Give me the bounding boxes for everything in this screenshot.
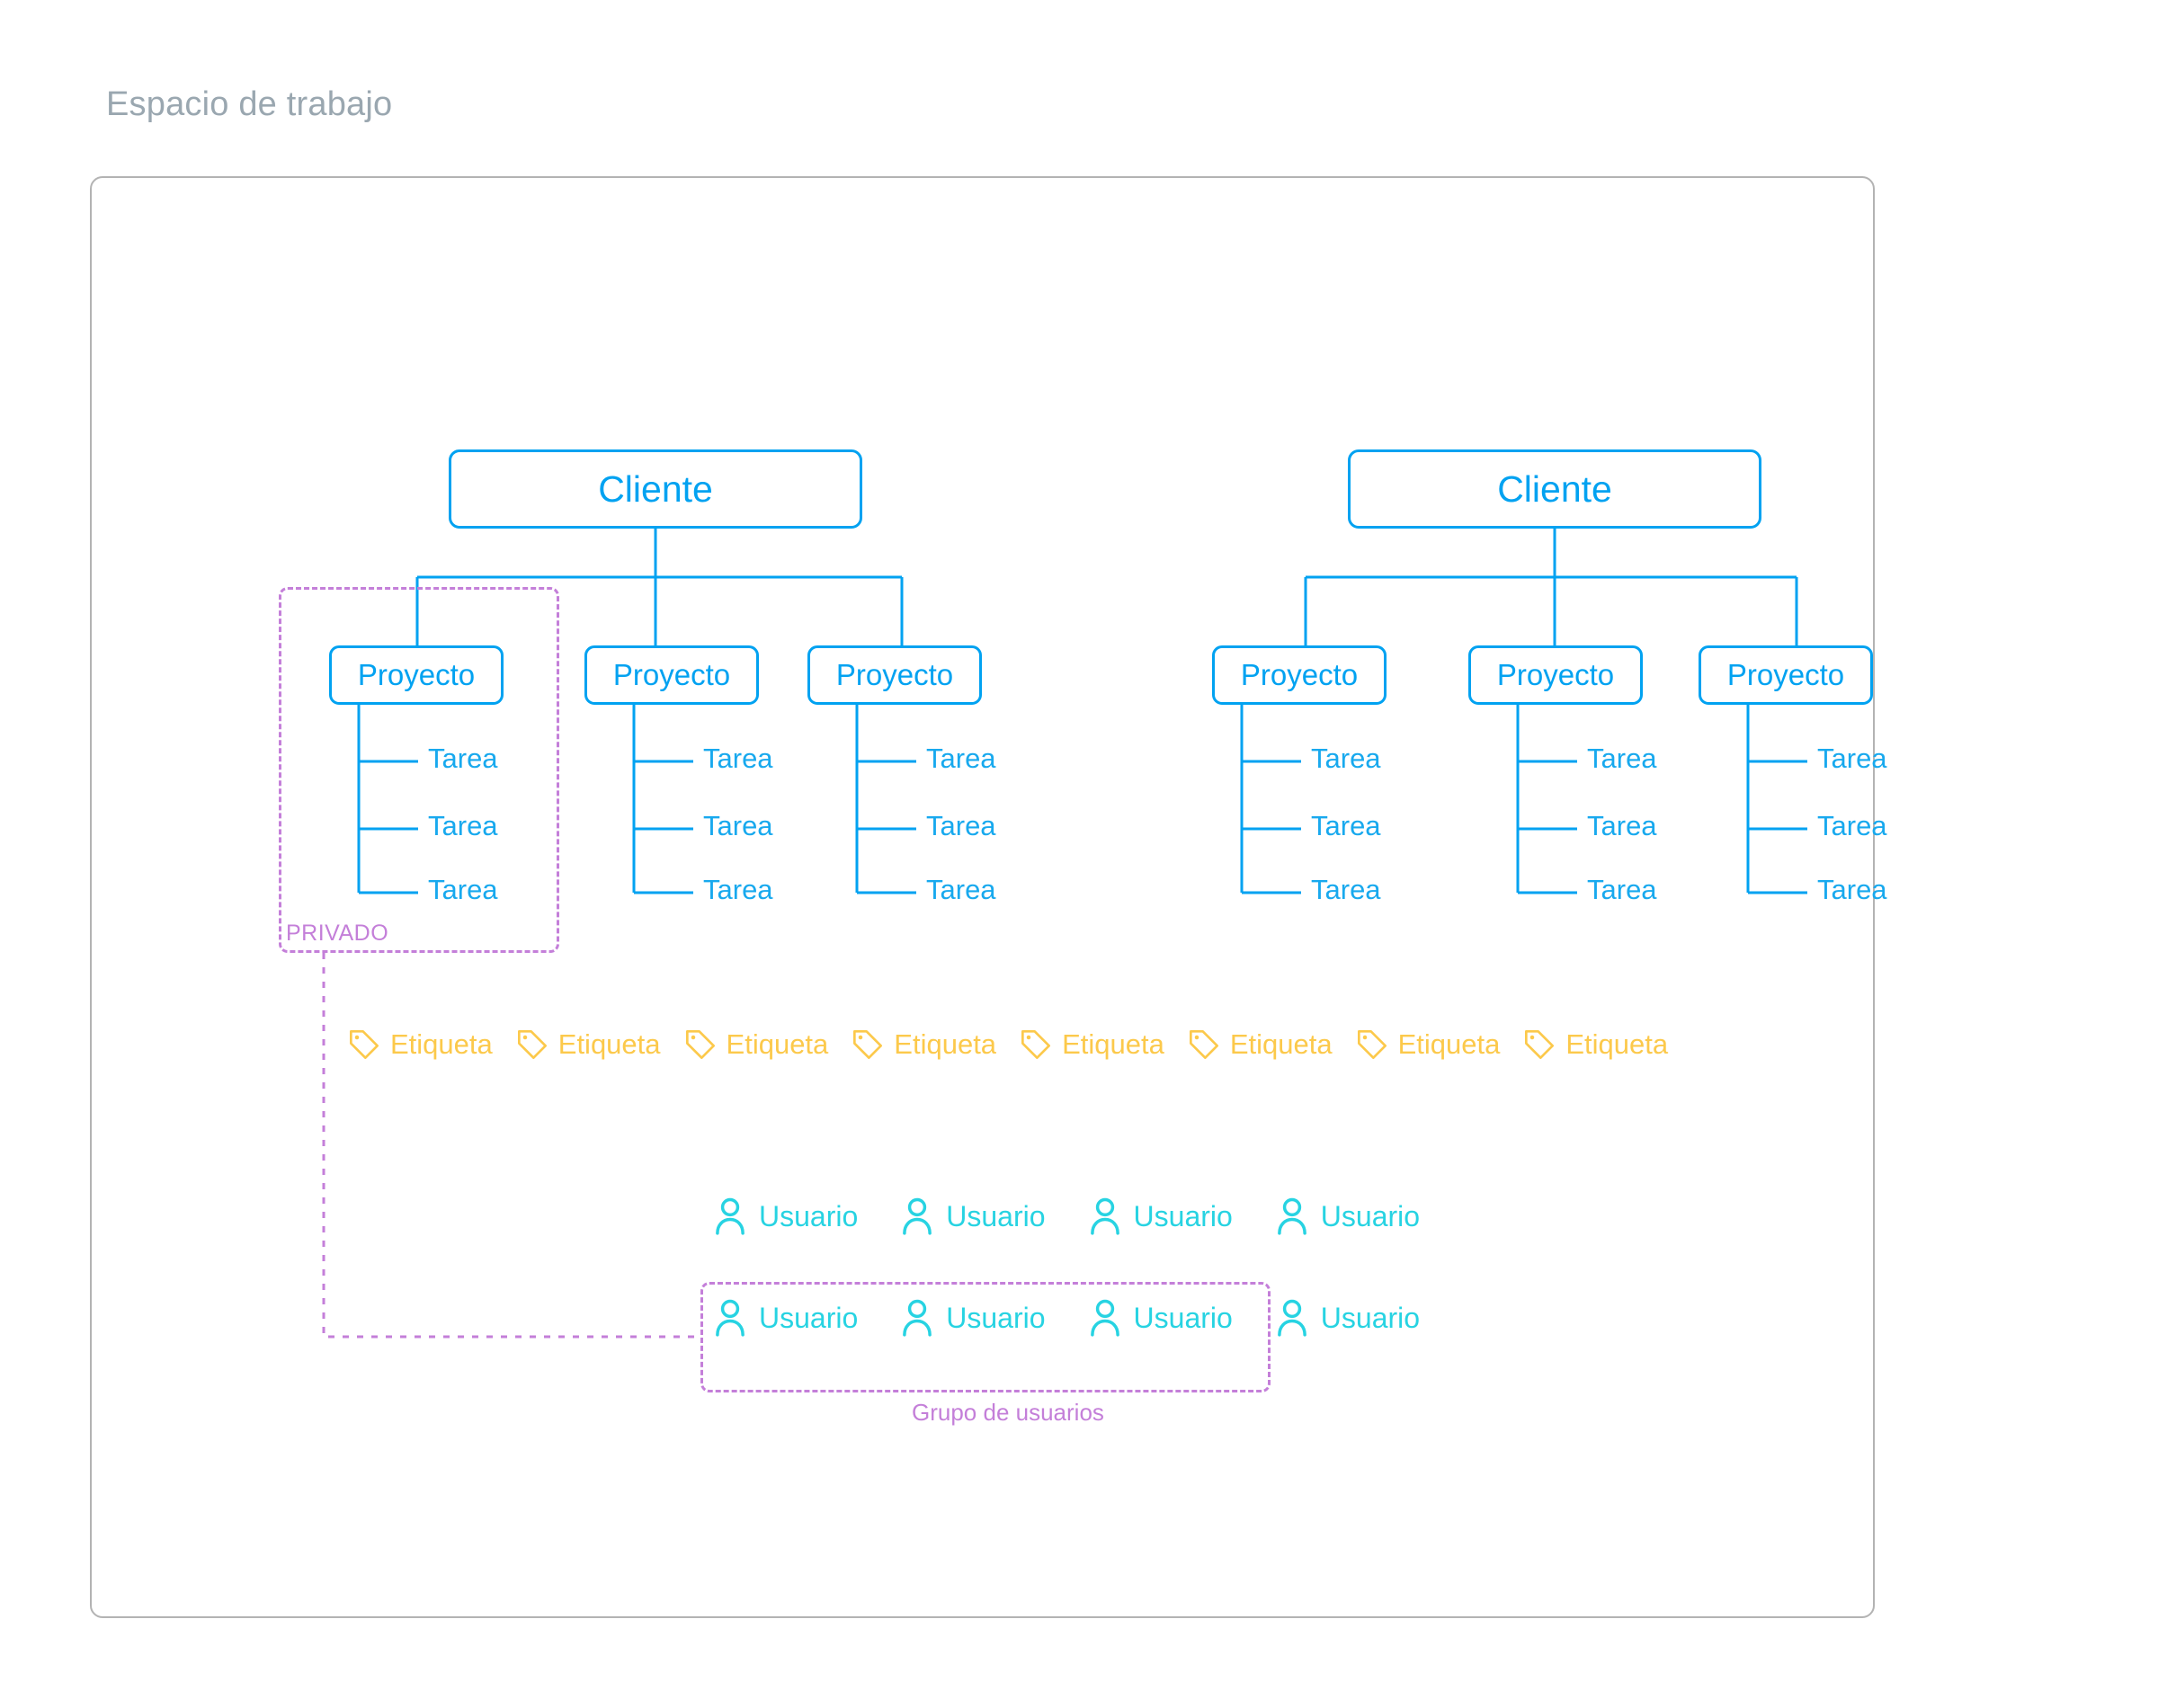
tag-icon <box>1186 1027 1222 1063</box>
user-group-label: Grupo de usuarios <box>912 1399 1104 1426</box>
tag-label: Etiqueta <box>1062 1028 1164 1060</box>
tag-item[interactable]: Etiqueta <box>850 1027 996 1063</box>
tag-item[interactable]: Etiqueta <box>1354 1027 1501 1063</box>
task-label[interactable]: Tarea <box>1817 743 1887 774</box>
client-label: Cliente <box>1497 467 1612 510</box>
user-item[interactable]: Usuario <box>897 1297 1046 1339</box>
user-row-bottom: Usuario Usuario Usuario Usuario <box>710 1297 1420 1339</box>
user-item[interactable]: Usuario <box>710 1196 858 1237</box>
user-icon <box>1272 1196 1312 1237</box>
project-box-5[interactable]: Proyecto <box>1468 645 1643 705</box>
user-item[interactable]: Usuario <box>710 1297 858 1339</box>
project-label: Proyecto <box>357 658 476 691</box>
tag-icon <box>682 1027 718 1063</box>
project-label: Proyecto <box>612 658 731 691</box>
user-icon <box>710 1196 750 1237</box>
user-label: Usuario <box>759 1199 859 1232</box>
project-label: Proyecto <box>1726 658 1845 691</box>
project-box-6[interactable]: Proyecto <box>1699 645 1873 705</box>
tag-label: Etiqueta <box>1565 1028 1669 1060</box>
tag-icon <box>1354 1027 1390 1063</box>
user-icon <box>1272 1297 1312 1339</box>
task-label[interactable]: Tarea <box>1817 874 1887 905</box>
task-label[interactable]: Tarea <box>1587 810 1657 841</box>
task-label[interactable]: Tarea <box>703 743 773 774</box>
task-label[interactable]: Tarea <box>926 810 996 841</box>
tag-label: Etiqueta <box>390 1028 493 1060</box>
tag-icon <box>1521 1027 1557 1063</box>
user-row-top: Usuario Usuario Usuario Usuario <box>710 1196 1420 1237</box>
user-item[interactable]: Usuario <box>1085 1297 1233 1339</box>
tag-label: Etiqueta <box>894 1028 997 1060</box>
private-region-label: PRIVADO <box>286 921 389 946</box>
user-label: Usuario <box>1320 1199 1421 1232</box>
project-label: Proyecto <box>1240 658 1359 691</box>
tag-label: Etiqueta <box>1397 1028 1501 1060</box>
task-label[interactable]: Tarea <box>428 743 498 774</box>
task-label[interactable]: Tarea <box>1311 810 1381 841</box>
user-icon <box>897 1196 937 1237</box>
user-icon <box>1085 1297 1125 1339</box>
user-icon <box>1085 1196 1125 1237</box>
project-label: Proyecto <box>835 658 954 691</box>
tag-item[interactable]: Etiqueta <box>1521 1027 1668 1063</box>
tag-label: Etiqueta <box>557 1028 661 1060</box>
task-label[interactable]: Tarea <box>428 810 498 841</box>
task-label[interactable]: Tarea <box>1587 874 1657 905</box>
tag-icon <box>850 1027 886 1063</box>
user-group-region <box>700 1282 1271 1392</box>
user-item[interactable]: Usuario <box>1272 1297 1420 1339</box>
task-label[interactable]: Tarea <box>926 743 996 774</box>
user-icon <box>710 1297 750 1339</box>
private-region <box>279 587 559 953</box>
user-item[interactable]: Usuario <box>1085 1196 1233 1237</box>
tag-icon <box>514 1027 550 1063</box>
task-label[interactable]: Tarea <box>1311 743 1381 774</box>
task-label[interactable]: Tarea <box>703 874 773 905</box>
user-label: Usuario <box>1320 1301 1421 1334</box>
tag-item[interactable]: Etiqueta <box>682 1027 829 1063</box>
user-label: Usuario <box>759 1301 859 1334</box>
tag-item[interactable]: Etiqueta <box>1018 1027 1164 1063</box>
page-title: Espacio de trabajo <box>106 85 393 123</box>
project-box-3[interactable]: Proyecto <box>807 645 982 705</box>
tag-icon <box>1018 1027 1054 1063</box>
project-box-2[interactable]: Proyecto <box>584 645 759 705</box>
task-label[interactable]: Tarea <box>926 874 996 905</box>
task-label[interactable]: Tarea <box>703 810 773 841</box>
user-item[interactable]: Usuario <box>897 1196 1046 1237</box>
tag-icon <box>346 1027 382 1063</box>
user-item[interactable]: Usuario <box>1272 1196 1420 1237</box>
tag-label: Etiqueta <box>726 1028 829 1060</box>
user-label: Usuario <box>946 1199 1046 1232</box>
tag-label: Etiqueta <box>1229 1028 1333 1060</box>
user-label: Usuario <box>1133 1199 1233 1232</box>
project-box-4[interactable]: Proyecto <box>1212 645 1387 705</box>
tag-item[interactable]: Etiqueta <box>346 1027 493 1063</box>
task-label[interactable]: Tarea <box>428 874 498 905</box>
task-label[interactable]: Tarea <box>1587 743 1657 774</box>
client-box-2[interactable]: Cliente <box>1348 449 1761 529</box>
user-label: Usuario <box>1133 1301 1233 1334</box>
workspace-panel <box>90 176 1875 1618</box>
task-label[interactable]: Tarea <box>1311 874 1381 905</box>
project-label: Proyecto <box>1496 658 1615 691</box>
user-label: Usuario <box>946 1301 1046 1334</box>
client-label: Cliente <box>598 467 713 510</box>
client-box-1[interactable]: Cliente <box>449 449 862 529</box>
project-box-1[interactable]: Proyecto <box>329 645 504 705</box>
user-icon <box>897 1297 937 1339</box>
tag-item[interactable]: Etiqueta <box>1186 1027 1333 1063</box>
task-label[interactable]: Tarea <box>1817 810 1887 841</box>
tag-row: Etiqueta Etiqueta Etiqueta Etiqueta <box>346 1027 1668 1063</box>
tag-item[interactable]: Etiqueta <box>514 1027 661 1063</box>
